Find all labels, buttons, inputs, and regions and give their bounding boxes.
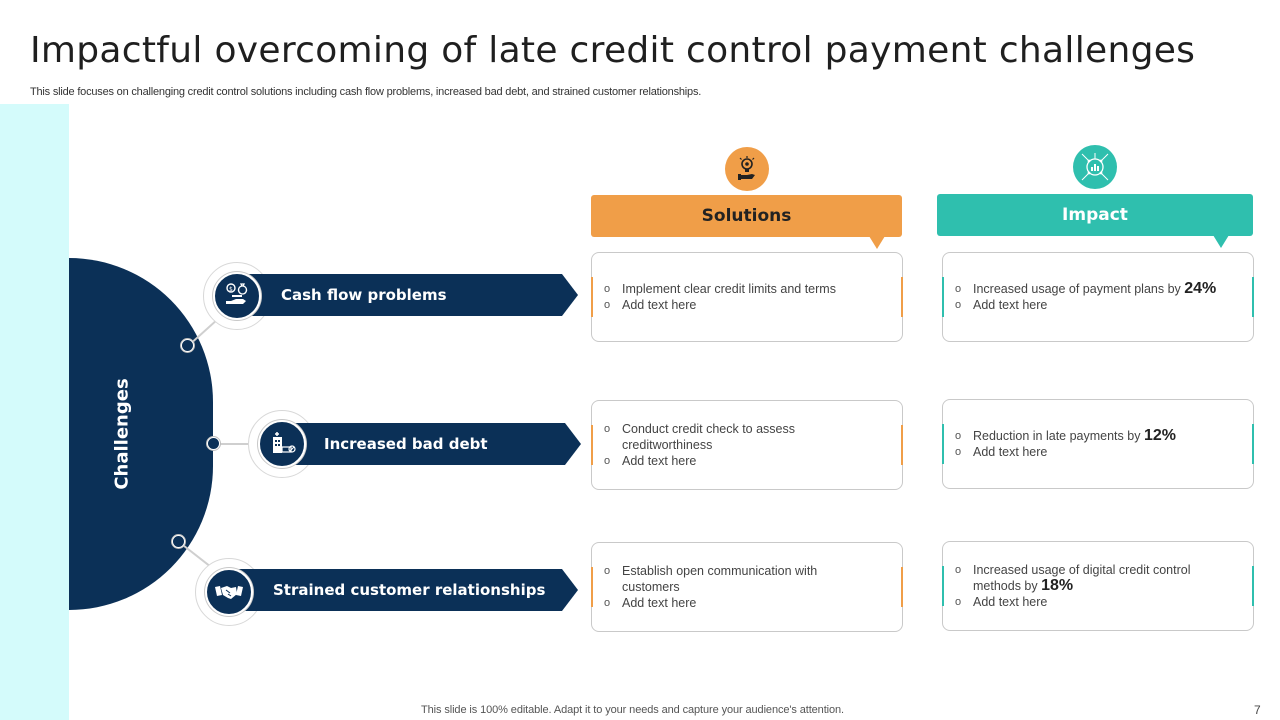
card-accent [1252, 277, 1254, 317]
lightbulb-hand-icon [725, 147, 769, 191]
connector-dot-3 [172, 535, 185, 548]
card-accent [901, 567, 903, 607]
card-accent [901, 425, 903, 465]
challenge-label: Cash flow problems [281, 286, 447, 304]
challenge-banner-3: Strained customer relationships [228, 569, 578, 611]
impact-item: Add text here [955, 594, 1205, 610]
solutions-header-pointer [869, 236, 885, 249]
page-title: Impactful overcoming of late credit cont… [30, 30, 1196, 71]
card-accent [591, 425, 593, 465]
impact-item: Reduction in late payments by 12% [955, 427, 1176, 445]
solution-card-2: Conduct credit check to assess creditwor… [591, 400, 903, 490]
impact-list: Increased usage of digital credit contro… [955, 562, 1205, 610]
footer-note: This slide is 100% editable. Adapt it to… [421, 704, 844, 716]
money-hand-icon: $ [213, 272, 261, 320]
challenges-label: Challenges [111, 378, 133, 490]
impact-item: Add text here [955, 444, 1176, 460]
solution-list: Implement clear credit limits and terms … [604, 281, 836, 313]
impact-card-3: Increased usage of digital credit contro… [942, 541, 1254, 631]
handshake-icon [205, 568, 253, 616]
challenge-label: Increased bad debt [324, 435, 488, 453]
connector-dot-1 [181, 339, 194, 352]
impact-text: Reduction in late payments by [973, 429, 1144, 443]
solution-item: Add text here [604, 297, 836, 313]
page-subtitle: This slide focuses on challenging credit… [30, 86, 702, 98]
impact-text: Increased usage of digital credit contro… [973, 563, 1191, 593]
solution-item: Implement clear credit limits and terms [604, 281, 836, 297]
solution-card-3: Establish open communication with custom… [591, 542, 903, 632]
impact-value: 18% [1041, 577, 1074, 594]
solutions-header-label: Solutions [701, 206, 792, 226]
impact-header-pointer [1213, 235, 1229, 248]
building-debt-icon [258, 420, 306, 468]
connector-dot-2 [207, 437, 220, 450]
svg-text:$: $ [229, 286, 233, 293]
solution-item: Add text here [604, 595, 844, 611]
solution-card-1: Implement clear credit limits and terms … [591, 252, 903, 342]
solution-list: Establish open communication with custom… [604, 563, 844, 611]
solution-list: Conduct credit check to assess creditwor… [604, 421, 834, 469]
analytics-network-icon [1073, 145, 1117, 189]
impact-text: Increased usage of payment plans by [973, 282, 1185, 296]
impact-list: Increased usage of payment plans by 24% … [955, 280, 1217, 314]
impact-item: Add text here [955, 297, 1216, 313]
connector-line-2 [213, 443, 263, 445]
challenges-half-circle [69, 258, 213, 610]
page-number: 7 [1254, 703, 1261, 717]
card-accent [1252, 566, 1254, 606]
impact-header-label: Impact [1062, 205, 1128, 225]
impact-item: Increased usage of payment plans by 24% [955, 280, 1217, 298]
card-accent [591, 277, 593, 317]
card-accent [942, 566, 944, 606]
card-accent [1252, 424, 1254, 464]
card-accent [942, 424, 944, 464]
card-accent [591, 567, 593, 607]
solutions-header: Solutions [591, 195, 902, 249]
impact-card-2: Reduction in late payments by 12% Add te… [942, 399, 1254, 489]
challenge-banner-2: Increased bad debt [280, 423, 581, 465]
impact-header: Impact [937, 194, 1253, 248]
impact-card-1: Increased usage of payment plans by 24% … [942, 252, 1254, 342]
impact-value: 12% [1143, 427, 1176, 444]
side-accent-strip [0, 104, 69, 720]
impact-list: Reduction in late payments by 12% Add te… [955, 427, 1176, 461]
card-accent [942, 277, 944, 317]
card-accent [901, 277, 903, 317]
solution-item: Establish open communication with custom… [604, 563, 844, 595]
challenge-label: Strained customer relationships [273, 581, 546, 599]
solution-item: Add text here [604, 453, 834, 469]
impact-value: 24% [1184, 280, 1217, 297]
impact-item: Increased usage of digital credit contro… [955, 562, 1205, 594]
challenge-banner-1: Cash flow problems [236, 274, 578, 316]
solution-item: Conduct credit check to assess creditwor… [604, 421, 834, 453]
